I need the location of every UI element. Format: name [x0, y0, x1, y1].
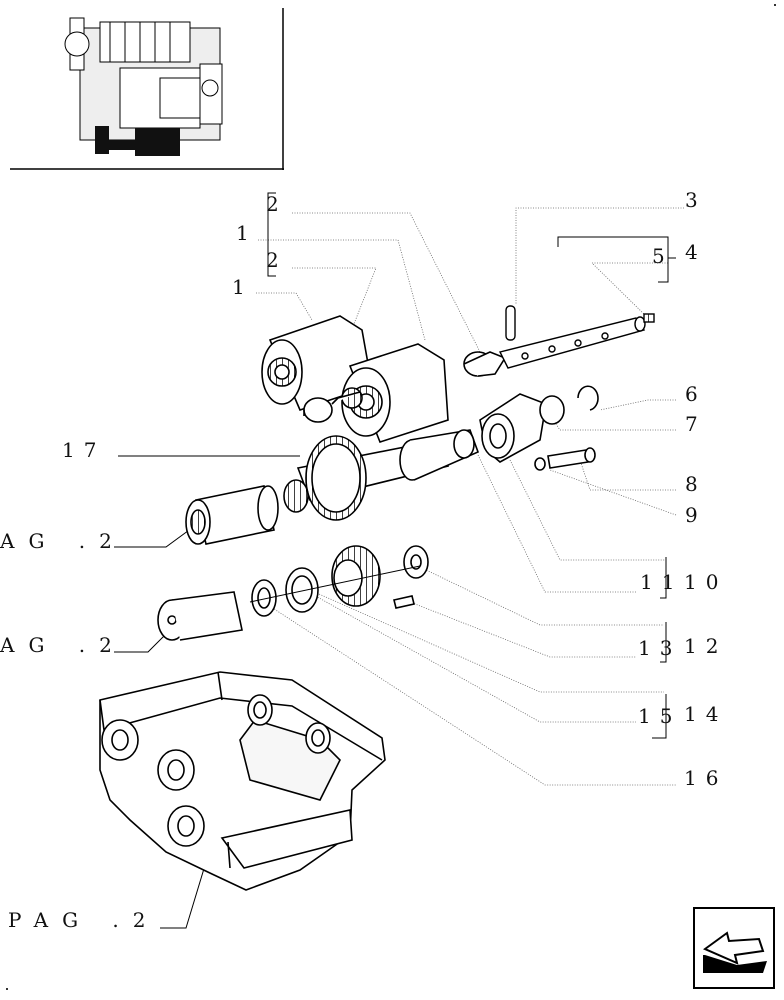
callout-17: 17 — [62, 438, 106, 462]
callout-9: 9 — [685, 503, 707, 527]
callout-13: 13 — [638, 636, 682, 660]
callout-5: 5 — [652, 244, 674, 268]
callout-3: 3 — [685, 188, 707, 212]
page-ref-1[interactable]: AG .2 — [0, 529, 126, 553]
callout-1-lower: 1 — [232, 275, 254, 299]
callout-2-lower: 2 — [266, 248, 288, 272]
next-page-arrow-icon[interactable] — [693, 907, 775, 989]
callout-6: 6 — [685, 382, 707, 406]
callout-4: 4 — [685, 240, 707, 264]
callout-14: 14 — [684, 702, 728, 726]
callout-16: 16 — [684, 766, 728, 790]
page-ref-2[interactable]: AG .2 — [0, 633, 126, 657]
engine-thumbnail-icon — [10, 8, 284, 170]
callout-10: 10 — [684, 570, 728, 594]
callout-7: 7 — [685, 412, 707, 436]
callout-8: 8 — [685, 472, 707, 496]
callout-12: 12 — [684, 634, 728, 658]
page-ref-3[interactable]: PAG .2 — [8, 908, 160, 932]
callout-2-upper: 2 — [266, 192, 288, 216]
corner-dot-bottom — [6, 988, 8, 990]
callout-15: 15 — [638, 704, 682, 728]
callout-11: 11 — [640, 570, 684, 594]
corner-dot-top — [774, 4, 776, 6]
callout-1-upper: 1 — [236, 221, 258, 245]
